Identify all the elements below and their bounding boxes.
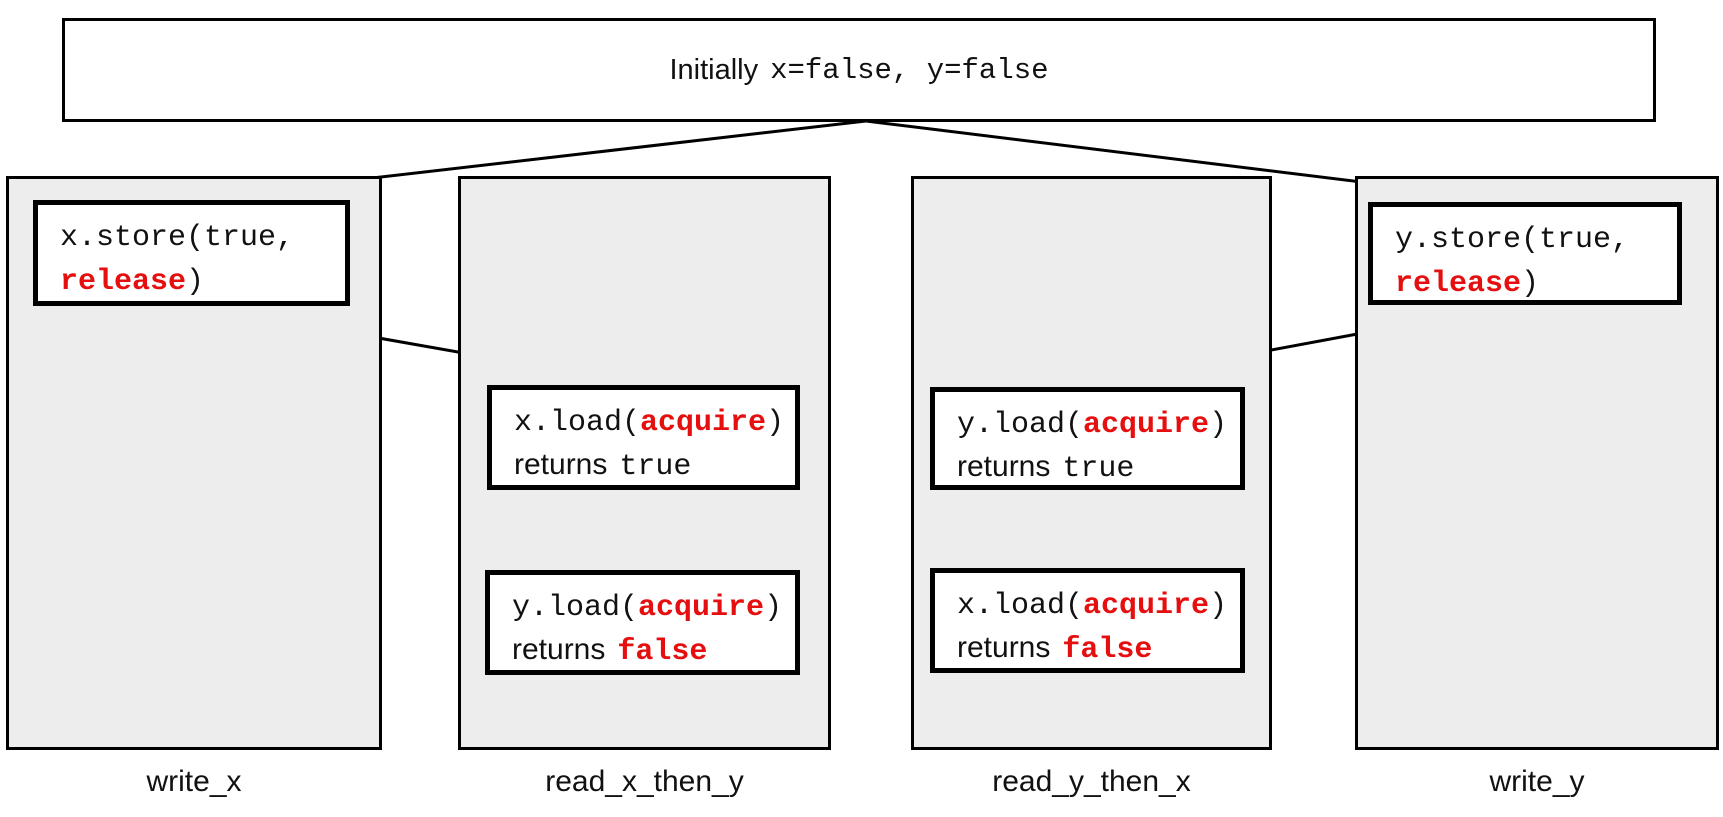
thread-label-write-x: write_x (146, 765, 242, 798)
ordering-release: release (60, 265, 187, 299)
initial-state-intro: Initially (669, 53, 759, 86)
ordering-acquire: acquire (638, 591, 765, 625)
paren-close: ) (1521, 267, 1540, 301)
load-call: x.load( (514, 406, 641, 440)
store-call: x.store(true, (60, 221, 295, 255)
code-line: y.load(acquire) (957, 402, 1234, 446)
returns-value: false (1062, 633, 1153, 667)
paren-close: ) (1209, 408, 1228, 442)
paren-close: ) (1209, 589, 1228, 623)
thread-column-write-y: y.store(true, release) (1355, 176, 1719, 750)
op-box-load-x-returns-false: x.load(acquire) returns false (930, 568, 1245, 673)
op-box-load-x-returns-true: x.load(acquire) returns true (487, 385, 800, 490)
op-box-load-y-returns-true: y.load(acquire) returns true (930, 387, 1245, 490)
store-call: y.store(true, (1395, 223, 1630, 257)
ordering-release: release (1395, 267, 1522, 301)
initial-state-code: x=false, y=false (770, 53, 1049, 87)
code-line: x.store(true, (60, 215, 339, 259)
thread-column-write-x: x.store(true, release) (6, 176, 382, 750)
code-line: returns true (514, 444, 789, 488)
paren-close: ) (764, 591, 783, 625)
returns-word: returns (512, 633, 606, 666)
code-line: returns false (512, 629, 789, 673)
load-call: y.load( (957, 408, 1084, 442)
code-line: x.load(acquire) (957, 583, 1234, 627)
code-line: y.load(acquire) (512, 585, 789, 629)
code-line: release) (60, 259, 339, 303)
returns-word: returns (957, 450, 1051, 483)
returns-word: returns (514, 448, 608, 481)
op-box-load-y-returns-false: y.load(acquire) returns false (485, 570, 800, 675)
paren-close: ) (766, 406, 785, 440)
returns-value: false (617, 635, 708, 669)
returns-word: returns (957, 631, 1051, 664)
code-line: returns false (957, 627, 1234, 671)
initial-state-box: Initially x=false, y=false (62, 18, 1656, 122)
op-box-store-y: y.store(true, release) (1368, 202, 1682, 305)
paren-close: ) (186, 265, 205, 299)
returns-value: true (1062, 452, 1135, 486)
load-call: x.load( (957, 589, 1084, 623)
op-box-store-x: x.store(true, release) (33, 200, 350, 306)
thread-label-read-y-then-x: read_y_then_x (992, 765, 1191, 798)
returns-value: true (619, 450, 692, 484)
load-call: y.load( (512, 591, 639, 625)
ordering-acquire: acquire (1083, 589, 1210, 623)
thread-label-write-y: write_y (1489, 765, 1585, 798)
code-line: returns true (957, 446, 1234, 490)
code-line: y.store(true, (1395, 217, 1671, 261)
thread-label-read-x-then-y: read_x_then_y (545, 765, 744, 798)
code-line: release) (1395, 261, 1671, 305)
ordering-acquire: acquire (1083, 408, 1210, 442)
code-line: x.load(acquire) (514, 400, 789, 444)
ordering-acquire: acquire (640, 406, 767, 440)
